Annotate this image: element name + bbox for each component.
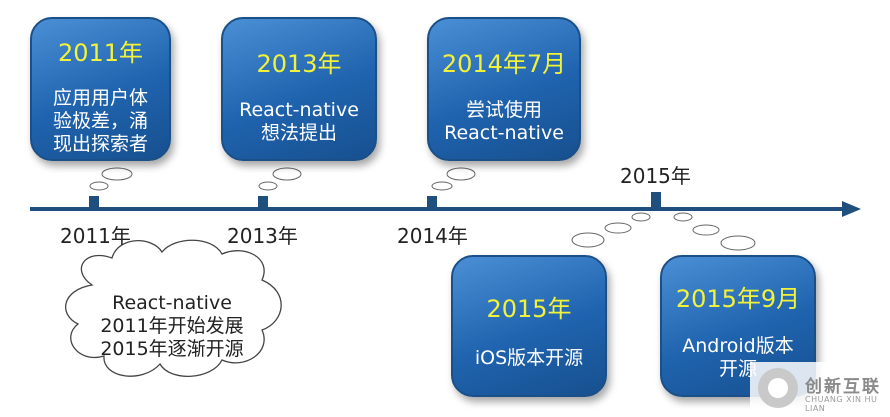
axis-arrowhead [842,201,861,217]
axis-label-2015: 2015年 [620,164,691,188]
tick-2014 [427,196,437,210]
bubbles-2014 [431,167,476,191]
bubbles-2011 [89,167,133,191]
axis-label-2011: 2011年 [60,224,131,248]
axis-label-2013: 2013年 [227,224,298,248]
cloud-shape [65,239,282,377]
bubbles-android [673,212,756,251]
tick-2011 [89,196,99,210]
card-desc: 应用用户体 验极差，涌 现出探索者 [52,87,148,155]
card-2015-ios: 2015年 iOS版本开源 [451,255,607,397]
card-2013: 2013年 React-native 想法提出 [221,17,377,161]
card-desc: iOS版本开源 [474,347,584,369]
card-2014-july: 2014年7月 尝试使用 React-native [427,17,581,161]
card-2011: 2011年 应用用户体 验极差，涌 现出探索者 [30,17,171,161]
tick-2013 [258,196,268,210]
axis-label-2014: 2014年 [397,224,468,248]
card-year: 2015年9月 [675,285,801,313]
watermark-logo-icon [758,368,798,408]
bubbles-2013 [258,167,302,191]
card-desc: 尝试使用 React-native [444,99,564,144]
card-year: 2015年 [486,295,572,323]
watermark: 创新互联 CHUANG XIN HU LIAN [750,362,890,417]
cloud-text: React-native 2011年开始发展 2015年逐渐开源 [100,292,244,360]
card-year: 2014年7月 [441,50,567,78]
watermark-name-cn: 创新互联 [805,377,881,397]
card-desc: Android版本 开源 [682,335,794,380]
card-year: 2013年 [256,50,342,78]
watermark-name-en: CHUANG XIN HU LIAN [805,395,878,413]
card-desc: React-native 想法提出 [239,99,359,144]
tick-2015 [651,192,661,209]
card-year: 2011年 [57,39,144,67]
bubbles-ios [571,212,651,248]
